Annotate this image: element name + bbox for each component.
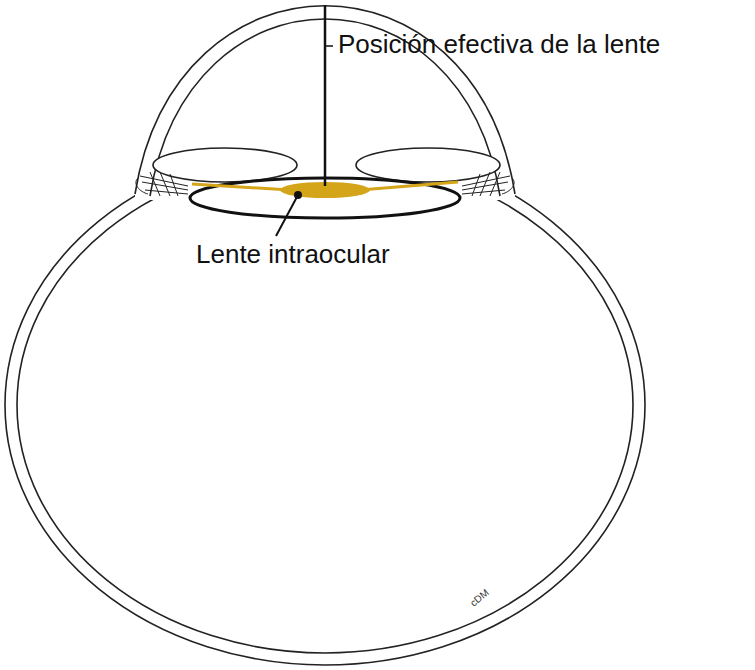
position-line [324,5,327,186]
sclera-outer [5,145,645,665]
watermark: cDM [468,587,491,609]
ciliary-body-left [136,172,188,196]
iris-left [153,148,297,182]
position-tick [325,45,333,47]
leader-line [276,195,298,236]
position-label: Posición efectiva de la lente [338,30,660,60]
haptic-right [360,182,458,190]
sclera-inner [17,157,633,653]
haptic-left [192,184,290,190]
ciliary-body-right [462,172,514,196]
iris-right [356,148,500,182]
lens-label: Lente intraocular [196,240,390,270]
